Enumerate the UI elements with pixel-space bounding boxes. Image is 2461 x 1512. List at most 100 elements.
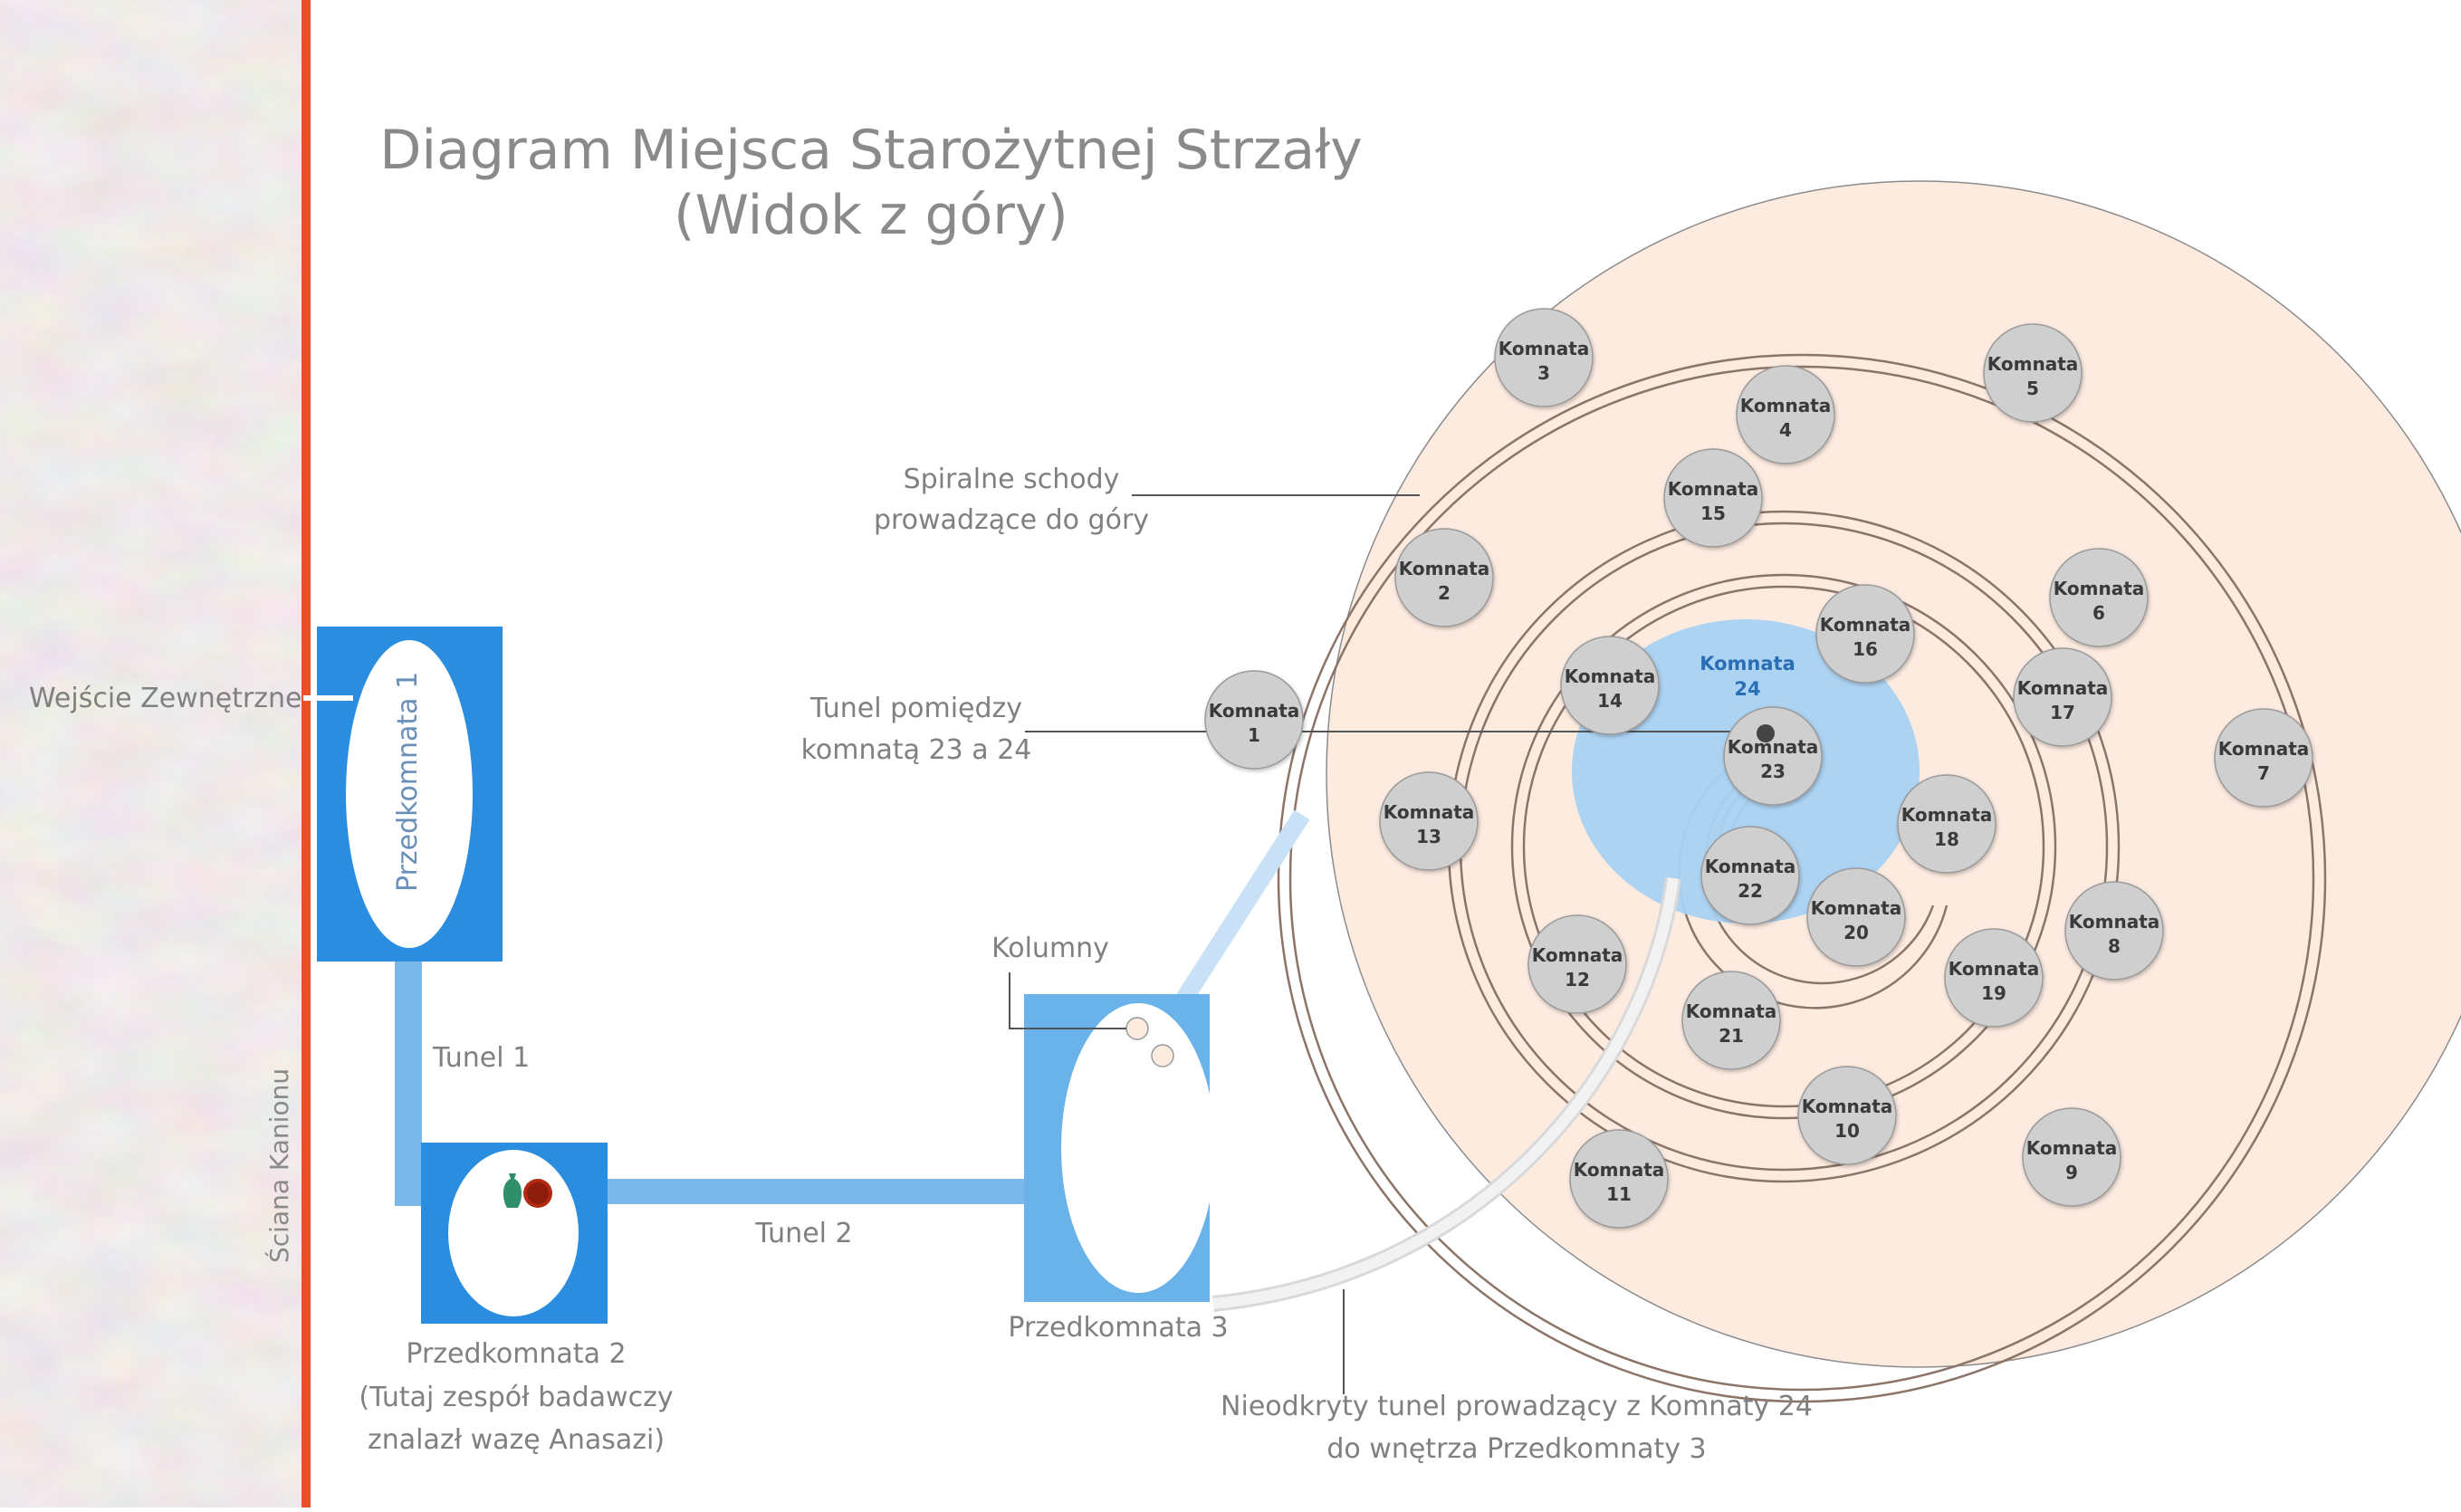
room-circle	[1797, 1066, 1897, 1165]
room-number: 3	[1537, 362, 1550, 384]
room-9: Komnata 9	[2022, 1107, 2121, 1207]
room-5: Komnata 5	[1983, 323, 2083, 423]
room-number: 21	[1719, 1025, 1744, 1047]
room-word: Komnata	[2026, 1137, 2118, 1159]
tunnel-1	[395, 962, 422, 1206]
canyon-rock-texture	[0, 0, 303, 1507]
room-circle	[1494, 308, 1594, 407]
column-1	[1125, 1017, 1149, 1040]
room-number: 7	[2257, 762, 2270, 784]
room-word: Komnata	[1811, 897, 1902, 919]
hidden-tunnel-inner	[1212, 877, 1679, 1309]
room-number: 15	[1700, 502, 1726, 524]
room-circle	[1681, 971, 1781, 1070]
antechamber-3-label: Przedkomnata 3	[1008, 1312, 1228, 1344]
antechamber-1-floor	[346, 640, 473, 948]
room-3: Komnata 3	[1494, 308, 1594, 407]
outer-entrance-label: Wejście Zewnętrzne	[29, 683, 302, 714]
room-circle	[1897, 774, 1997, 874]
room-word: Komnata	[1399, 558, 1490, 579]
room-number: 12	[1565, 969, 1590, 990]
room-22: Komnata 22	[1700, 826, 1800, 925]
room-circle	[1700, 826, 1800, 925]
room-word: Komnata	[2218, 738, 2310, 760]
room-number: 8	[2108, 935, 2121, 957]
tunnel-2	[608, 1179, 1024, 1204]
room-word: Komnata	[1668, 478, 1759, 500]
room-circle	[2013, 647, 2112, 747]
room-number: 17	[2050, 702, 2075, 723]
room-word: Komnata	[1532, 944, 1623, 966]
rooms-layer: Komnata1Komnata2Komnata3Komnata4Komnata5…	[1204, 308, 2313, 1229]
room-24-number: 24	[1734, 678, 1760, 700]
room-word: Komnata	[1499, 338, 1590, 359]
columns-label: Kolumny	[991, 933, 1109, 964]
room-number: 23	[1760, 761, 1786, 782]
room-number: 13	[1416, 826, 1441, 847]
room-word: Komnata	[1949, 958, 2040, 980]
room-circle	[2064, 881, 2164, 981]
room-number: 6	[2092, 602, 2105, 624]
canyon-wall-label: Ściana Kanionu	[263, 1068, 294, 1263]
tunnel-1-label: Tunel 1	[432, 1042, 530, 1074]
room-circle	[1723, 706, 1823, 806]
room-word: Komnata	[2054, 578, 2145, 599]
room-number: 5	[2026, 378, 2039, 399]
room-circle	[2214, 708, 2313, 808]
antechamber-2-note-line2: znalazł wazę Anasazi)	[368, 1424, 665, 1456]
room-number: 2	[1438, 582, 1451, 604]
antechamber-2-note-line1: (Tutaj zespół badawczy	[359, 1382, 673, 1413]
room-6: Komnata 6	[2049, 548, 2149, 647]
room-word: Komnata	[1574, 1159, 1665, 1181]
room-number: 22	[1738, 880, 1763, 902]
room-word: Komnata	[1565, 665, 1656, 687]
diagram-subtitle: (Widok z góry)	[674, 184, 1068, 247]
room-number: 9	[2065, 1162, 2078, 1183]
room-circle	[1379, 771, 1479, 871]
room-word: Komnata	[1802, 1096, 1893, 1117]
spiral-stairs-label-line2: prowadzące do góry	[874, 504, 1149, 536]
room-circle	[2049, 548, 2149, 647]
room-word: Komnata	[1901, 804, 1993, 826]
room-word: Komnata	[2017, 677, 2109, 699]
spiral-stairs-label-line1: Spiralne schody	[904, 464, 1120, 495]
antechamber-3-floor	[1061, 1003, 1215, 1293]
room-number: 19	[1981, 982, 2006, 1004]
tunnel-23-24-label-line2: komnatą 23 a 24	[801, 734, 1032, 766]
room-word: Komnata	[1705, 856, 1796, 877]
room-number: 11	[1606, 1183, 1632, 1205]
room-circle	[2022, 1107, 2121, 1207]
hidden-tunnel-label-line1: Nieodkryty tunel prowadzący z Komnaty 24	[1221, 1391, 1813, 1422]
room-24-word: Komnata	[1700, 653, 1795, 675]
room-circle	[1736, 365, 1835, 464]
room-circle	[1569, 1129, 1669, 1229]
room-circle	[1944, 928, 2044, 1028]
columns-leader	[1009, 972, 1126, 1029]
room-number: 1	[1248, 724, 1260, 746]
room-word: Komnata	[1728, 736, 1819, 758]
room-word: Komnata	[1987, 353, 2079, 375]
room-circle	[1983, 323, 2083, 423]
room-17: Komnata 17	[2013, 647, 2112, 747]
hidden-tunnel-label-line2: do wnętrza Przedkomnaty 3	[1326, 1433, 1706, 1465]
room-circle	[1663, 448, 1763, 548]
room-circle	[1394, 528, 1494, 627]
room-number: 14	[1597, 690, 1623, 712]
tunnel-23-24-label-line1: Tunel pomiędzy	[809, 693, 1022, 724]
room-23: Komnata 23	[1723, 706, 1823, 806]
room-14: Komnata 14	[1560, 636, 1660, 735]
tunnel-23-24-dot	[1757, 724, 1775, 742]
room-word: Komnata	[1209, 700, 1300, 722]
